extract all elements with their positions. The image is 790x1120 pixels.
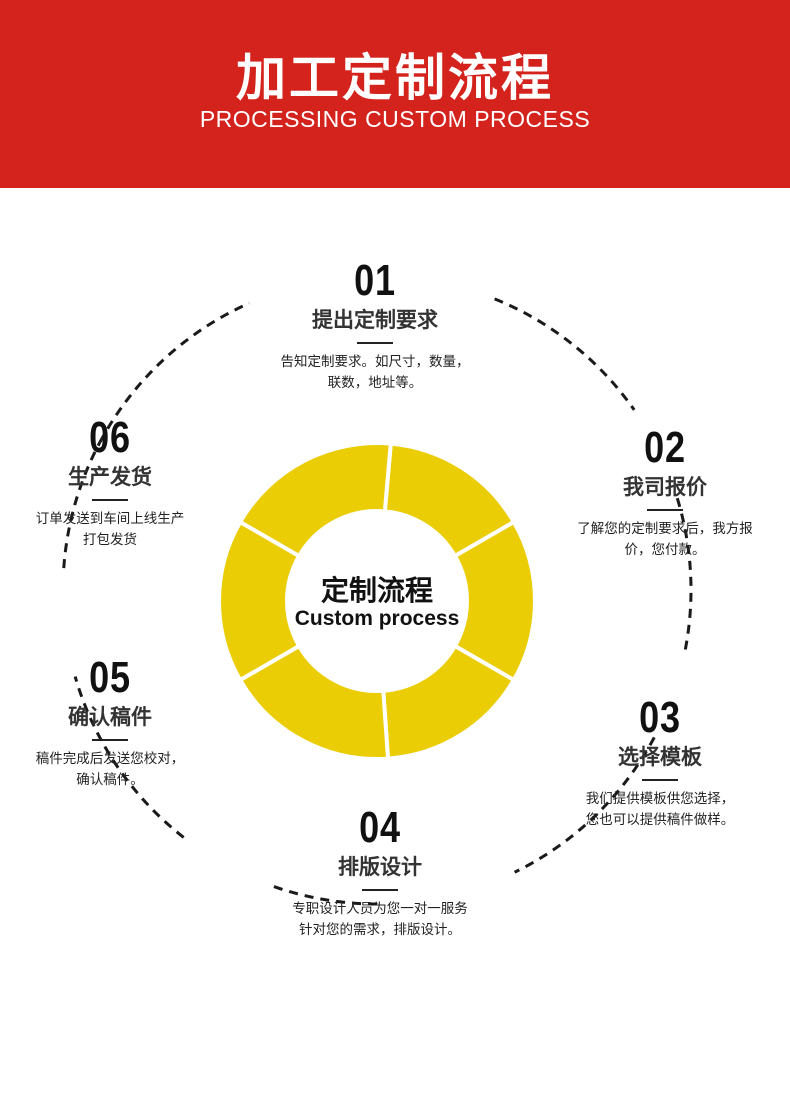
step-02: 02 我司报价 了解您的定制要求后，我方报 价，您付款。 [545,425,785,561]
step-description: 了解您的定制要求后，我方报 价，您付款。 [577,521,753,558]
step-title: 我司报价 [623,475,707,499]
step-number: 05 [89,653,131,702]
step-description: 专职设计人员为您一对一服务 针对您的需求，排版设计。 [292,901,468,938]
step-01: 01 提出定制要求 告知定制要求。如尺寸，数量， 联数，地址等。 [250,258,500,394]
step-number: 03 [639,693,681,742]
step-title: 提出定制要求 [312,308,438,332]
step-description: 订单发送到车间上线生产 打包发货 [35,511,185,548]
step-03: 03 选择模板 我们提供模板供您选择， 您也可以提供稿件做样。 [545,695,775,831]
page-title: 加工定制流程 [236,49,554,107]
dashed-arc [494,297,636,411]
page-subtitle: PROCESSING CUSTOM PROCESS [199,106,591,132]
step-06: 06 生产发货 订单发送到车间上线生产 打包发货 [20,415,200,551]
step-number: 04 [359,803,401,852]
step-description: 告知定制要求。如尺寸，数量， 联数，地址等。 [280,354,470,391]
step-number: 01 [354,256,396,305]
dashed-cycle [62,297,693,906]
step-title: 确认稿件 [68,705,152,729]
divider [92,499,128,501]
divider [642,779,678,781]
dashed-arc [513,736,656,874]
center-ring [217,441,537,761]
divider [362,889,398,891]
header-banner: 加工定制流程 PROCESSING CUSTOM PROCESS [0,0,790,188]
step-title: 排版设计 [338,855,422,879]
step-description: 稿件完成后发送您校对， 确认稿件。 [35,751,185,788]
step-number: 02 [644,423,686,472]
step-05: 05 确认稿件 稿件完成后发送您校对， 确认稿件。 [10,655,210,791]
ring-segment [237,441,393,559]
step-description: 我们提供模板供您选择， 您也可以提供稿件做样。 [585,791,735,828]
divider [92,739,128,741]
center-subtitle: Custom process [294,607,460,630]
step-title: 选择模板 [618,745,702,769]
dashed-arc [269,883,378,906]
dashed-arc [73,676,185,839]
divider [647,509,683,511]
dashed-arc [675,497,693,651]
divider [357,342,393,344]
dashed-arc [62,441,102,569]
step-title: 生产发货 [68,465,152,489]
center-title: 定制流程 [320,574,433,607]
step-number: 06 [89,413,131,462]
step-04: 04 排版设计 专职设计人员为您一对一服务 针对您的需求，排版设计。 [260,805,500,941]
dashed-arc [98,301,250,444]
